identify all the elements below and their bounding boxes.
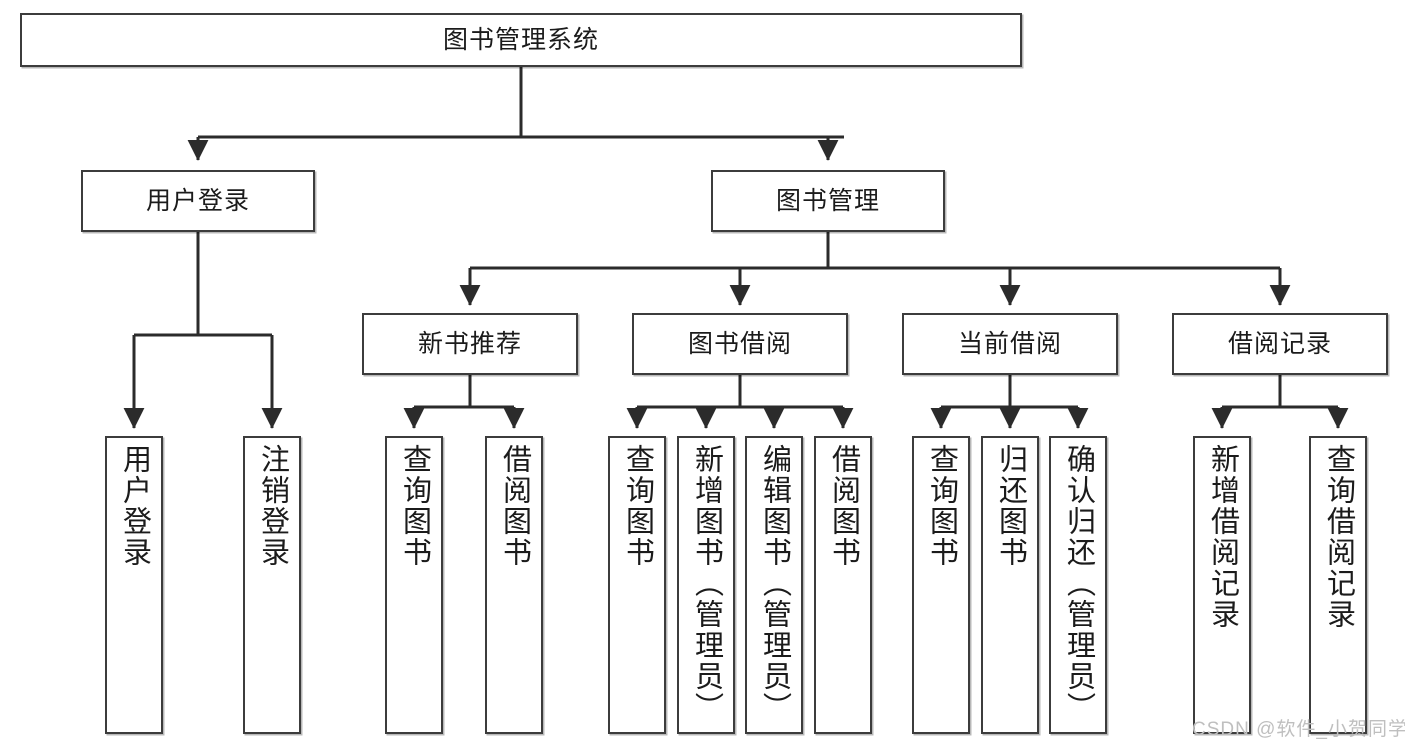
node-leaf-borrow-book-2-label: 借阅图书 <box>827 444 860 568</box>
node-leaf-borrow-book-1[interactable]: 借阅图书 <box>485 436 543 734</box>
node-leaf-query-record[interactable]: 查询借阅记录 <box>1309 436 1367 734</box>
node-borrow-record[interactable]: 借阅记录 <box>1172 313 1388 375</box>
node-leaf-query-book-1[interactable]: 查询图书 <box>385 436 443 734</box>
node-user-login-label: 用户登录 <box>145 187 250 215</box>
node-user-login[interactable]: 用户登录 <box>81 170 315 232</box>
node-leaf-confirm-return[interactable]: 确认归还（管理员） <box>1049 436 1107 734</box>
node-leaf-user-login[interactable]: 用户登录 <box>105 436 163 734</box>
node-leaf-query-book-3-label: 查询图书 <box>925 444 958 568</box>
node-leaf-edit-book-label: 编辑图书（管理员） <box>758 444 791 723</box>
node-root-label: 图书管理系统 <box>442 26 599 54</box>
node-leaf-return-book[interactable]: 归还图书 <box>981 436 1039 734</box>
node-new-book-rec-label: 新书推荐 <box>417 330 522 358</box>
node-current-borrow[interactable]: 当前借阅 <box>902 313 1118 375</box>
node-leaf-query-book-3[interactable]: 查询图书 <box>912 436 970 734</box>
node-leaf-borrow-book-1-label: 借阅图书 <box>498 444 531 568</box>
node-book-borrow-label: 图书借阅 <box>687 330 792 358</box>
node-leaf-return-book-label: 归还图书 <box>994 444 1027 568</box>
node-leaf-borrow-book-2[interactable]: 借阅图书 <box>814 436 872 734</box>
node-leaf-query-book-2[interactable]: 查询图书 <box>608 436 666 734</box>
node-book-manage-label: 图书管理 <box>775 187 880 215</box>
node-leaf-add-record[interactable]: 新增借阅记录 <box>1193 436 1251 734</box>
node-leaf-query-book-2-label: 查询图书 <box>621 444 654 568</box>
node-leaf-add-book[interactable]: 新增图书（管理员） <box>677 436 735 734</box>
node-leaf-user-login-label: 用户登录 <box>118 444 151 568</box>
node-leaf-query-book-1-label: 查询图书 <box>398 444 431 568</box>
node-leaf-add-book-label: 新增图书（管理员） <box>690 444 723 723</box>
node-current-borrow-label: 当前借阅 <box>957 330 1062 358</box>
node-leaf-logout[interactable]: 注销登录 <box>243 436 301 734</box>
node-leaf-confirm-return-label: 确认归还（管理员） <box>1062 444 1095 723</box>
node-leaf-query-record-label: 查询借阅记录 <box>1322 444 1355 630</box>
node-book-borrow[interactable]: 图书借阅 <box>632 313 848 375</box>
node-borrow-record-label: 借阅记录 <box>1227 330 1332 358</box>
node-leaf-logout-label: 注销登录 <box>256 444 289 568</box>
watermark: CSDN @软件_小贺同学 <box>1192 719 1405 740</box>
node-leaf-add-record-label: 新增借阅记录 <box>1206 444 1239 630</box>
node-book-manage[interactable]: 图书管理 <box>711 170 945 232</box>
node-new-book-rec[interactable]: 新书推荐 <box>362 313 578 375</box>
node-leaf-edit-book[interactable]: 编辑图书（管理员） <box>745 436 803 734</box>
node-root[interactable]: 图书管理系统 <box>20 13 1022 67</box>
